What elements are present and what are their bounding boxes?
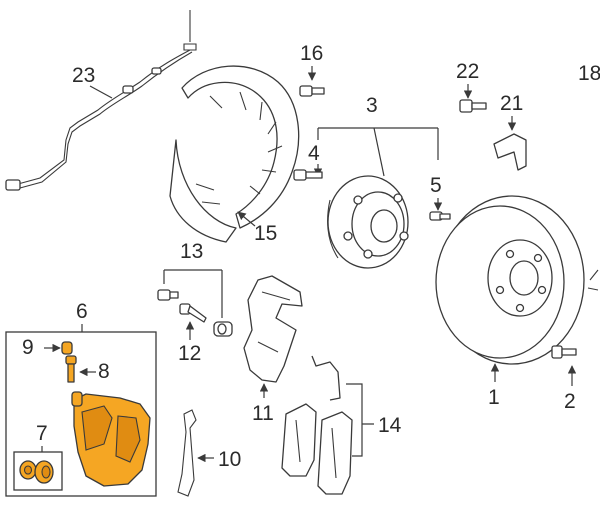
leader-3 <box>317 127 439 177</box>
leader-23 <box>89 85 113 99</box>
callout-5: 5 <box>430 174 442 197</box>
callout-23: 23 <box>72 64 95 87</box>
callout-12: 12 <box>178 342 201 365</box>
part-3-hub-bearing <box>327 175 409 269</box>
part-11-caliper-bracket <box>243 275 303 383</box>
part-15-splash-shield <box>169 65 300 243</box>
part-7-seal-kit <box>19 460 54 484</box>
part-10-anti-rattle-spring <box>177 409 197 497</box>
callout-22: 22 <box>456 60 479 83</box>
part-14-brake-pads <box>281 355 353 495</box>
callout-4: 4 <box>308 142 320 165</box>
callout-2: 2 <box>564 390 576 413</box>
callout-18: 18 <box>578 62 600 85</box>
part-8-bleeder-screw <box>65 355 77 383</box>
part-12-guide-pin <box>179 303 207 323</box>
callout-1: 1 <box>488 386 500 409</box>
part-22-bolt <box>459 99 487 113</box>
callout-10: 10 <box>218 448 241 471</box>
callout-16: 16 <box>300 42 323 65</box>
leader-14 <box>346 383 374 457</box>
part-13-bushing <box>213 321 233 337</box>
part-4-bolt <box>293 169 323 181</box>
part-16-bolt <box>299 85 325 97</box>
callout-8: 8 <box>98 360 110 383</box>
part-1b-edge-bracket <box>587 269 599 291</box>
callout-6: 6 <box>76 300 88 323</box>
part-23-abs-sensor-wire <box>5 10 197 191</box>
callout-9: 9 <box>22 336 34 359</box>
part-2-screw <box>551 345 577 359</box>
part-6-brake-caliper <box>71 391 151 487</box>
seal-kit-box <box>13 451 63 491</box>
caliper-group-box <box>5 331 157 497</box>
callout-21: 21 <box>500 92 523 115</box>
leader-13 <box>163 269 223 318</box>
leader-15 <box>237 211 256 227</box>
callout-13: 13 <box>180 240 203 263</box>
callout-11: 11 <box>252 402 274 425</box>
part-5-bolt <box>429 211 451 221</box>
callout-7: 7 <box>36 422 48 445</box>
part-21-bracket <box>493 133 527 171</box>
part-9-bleeder-cap <box>61 341 73 355</box>
part-13-bolt <box>157 289 179 301</box>
callout-14: 14 <box>378 414 402 437</box>
part-1-brake-rotor <box>435 195 585 365</box>
callout-3: 3 <box>366 94 378 117</box>
callout-15: 15 <box>254 222 277 245</box>
